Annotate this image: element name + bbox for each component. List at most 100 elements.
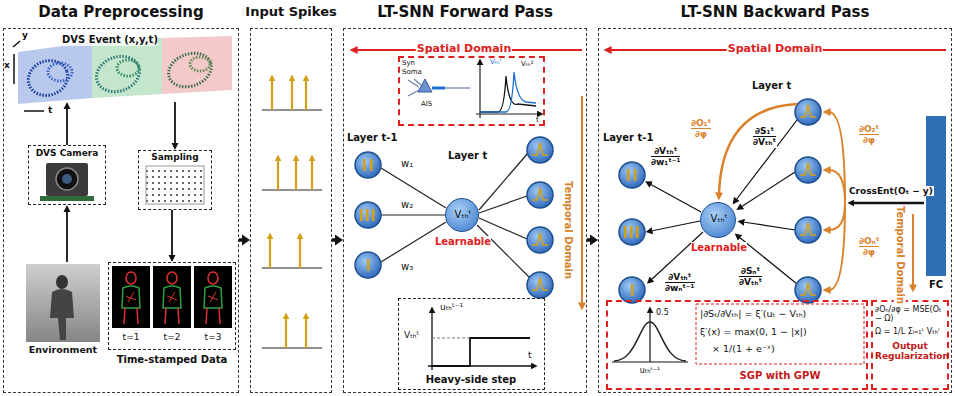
label: ∂Sₙᵗ [741, 266, 760, 276]
node-text: t=1 [123, 332, 140, 342]
label: ∂Vₜₕᵗ [668, 272, 691, 282]
label: ∂φ [859, 134, 879, 145]
label: w₃ [400, 261, 414, 273]
panel: Data PreprocessingDVS Event (x,y,t)DVS C… [3, 4, 239, 393]
node-text: Data Preprocessing [38, 4, 204, 21]
node-text: t [536, 116, 539, 124]
threshold-neuron: VₜₕᵗLearnable [445, 198, 479, 232]
panel: Input Spikes [250, 4, 332, 393]
node-text: 0.5 [656, 308, 669, 317]
connector [64, 205, 71, 262]
label: w₁ [400, 158, 414, 170]
camera-picture [40, 163, 94, 201]
node-text: AIS [421, 100, 432, 108]
connector [172, 102, 179, 150]
node-text: Ω = 1/L Σₗ₌₁ᴸ Vₜₕˡ [875, 327, 945, 336]
node-text: ∂Oₙ/∂φ = MSE(Oₜ − Ω) [875, 305, 945, 323]
node-text: Learnable [691, 242, 747, 254]
label: Spatial Domain [727, 43, 823, 56]
arrowhead [242, 235, 250, 246]
environment-image: Environment [22, 262, 104, 360]
sampling-grid [146, 166, 204, 204]
label: ∂O₂ᵗ [859, 124, 879, 134]
node-text: Environment [29, 345, 97, 356]
connector-line [66, 109, 68, 145]
connector-line [171, 210, 173, 255]
connector-line [587, 238, 590, 242]
node-text: Vₜₕᵗ [404, 330, 419, 340]
node-text: Sampling [151, 152, 198, 162]
label: ∂Vₜₕᵗ [654, 146, 677, 156]
node-text: Soma [402, 68, 422, 76]
dashed-border [3, 28, 239, 393]
node-text: Output Regularization [875, 341, 945, 362]
node-text: LT-SNN Forward Pass [377, 4, 553, 21]
connector-line [174, 102, 176, 143]
arrowhead [169, 255, 176, 262]
connector [239, 235, 250, 246]
regularization-box: ∂Oₙ/∂φ = MSE(Oₜ − Ω) Ω = 1/L Σₗ₌₁ᴸ VₜₕˡOu… [871, 300, 949, 390]
node-text: Time-stamped Data [117, 354, 228, 366]
forward-network [355, 50, 582, 370]
event-frames [112, 266, 232, 328]
connector-line [239, 238, 242, 242]
panel: LT-SNN Backward PassVₜₕᵗLearnableFC0.5uₜ… [598, 4, 952, 393]
environment-picture [26, 264, 100, 342]
connector [587, 235, 598, 246]
node-text: Vₜₕᵗ [455, 209, 472, 221]
node-text: Syn [402, 59, 415, 67]
threshold-neuron: VₜₕᵗLearnable [700, 202, 736, 238]
label: ∂Vₜₕᵗ [739, 276, 762, 287]
node-text: |∂Sₜ/∂Vₜₕ| = ξ′(uₜ − Vₜₕ) [700, 309, 806, 320]
connector [169, 210, 176, 262]
node-text: Vₜₕ² [521, 60, 534, 68]
label: Layer t-1 [347, 132, 397, 144]
node-text: uₜₕᵗ⁻¹ [640, 366, 660, 375]
fraction: ∂Vₜₕᵗ∂wₙᵗ⁻¹ [664, 272, 696, 294]
label: Spatial Domain [416, 43, 512, 56]
label: ∂S₁ᵗ [755, 126, 774, 136]
panel: LT-SNN Forward PassSynSomaAISVₜₕᵗVₜₕ²tVₜ… [343, 4, 587, 393]
frames-box: t=1t=2t=3Time-stamped Data [108, 262, 236, 370]
fraction: ∂Vₜₕᵗ∂w₁ᵗ⁻¹ [650, 146, 681, 168]
connector [332, 235, 343, 246]
fraction: ∂S₁ᵗ∂Vₜₕᵗ [752, 126, 777, 148]
label: CrossEnt(Oₜ − y) [848, 186, 934, 196]
label: x [4, 60, 10, 70]
label: Layer t [448, 150, 487, 162]
arrowhead [172, 143, 179, 150]
input-spike-trains [262, 80, 322, 348]
label: y [22, 30, 28, 40]
node-text: ξ′(x) = max(0, 1 − |x|) [700, 327, 807, 338]
label: ∂Oₙᵗ [859, 236, 879, 246]
node-text: t=2 [164, 332, 181, 342]
node-text: DVS Event (x,y,t) [62, 34, 158, 46]
arrowhead [64, 205, 71, 212]
node-text: Vₜₕᵗ [711, 213, 728, 225]
node-text: LT-SNN Backward Pass [681, 4, 870, 21]
arrowhead [335, 235, 343, 246]
sampling-box: Sampling [138, 150, 212, 210]
event-cloud-picture [13, 36, 232, 111]
label: ∂φ [691, 128, 711, 139]
node-text: Heavy-side step [426, 374, 517, 386]
label: Layer t-1 [603, 132, 653, 144]
arrowhead [590, 235, 598, 246]
label: Layer t [752, 80, 791, 92]
node-text: Learnable [435, 236, 491, 248]
dashed-border [250, 28, 332, 393]
fraction: ∂O₁ᵗ∂φ [690, 118, 712, 140]
node-text: Input Spikes [245, 5, 336, 20]
label: w₂ [400, 199, 414, 211]
backward-network [610, 50, 946, 364]
node-text: t [528, 350, 532, 360]
heaviside-inset: uₜₕᵗ⁻¹ Vₜₕᵗ tHeavy-side step [398, 298, 545, 390]
label: ∂O₁ᵗ [691, 118, 711, 128]
node-text: uₜₕᵗ⁻¹ [440, 302, 463, 312]
connector-line [66, 212, 68, 262]
arrowhead [64, 102, 71, 109]
node-text: × 1/(1 + e⁻ˣ) [712, 344, 775, 355]
label: ∂φ [859, 246, 879, 257]
